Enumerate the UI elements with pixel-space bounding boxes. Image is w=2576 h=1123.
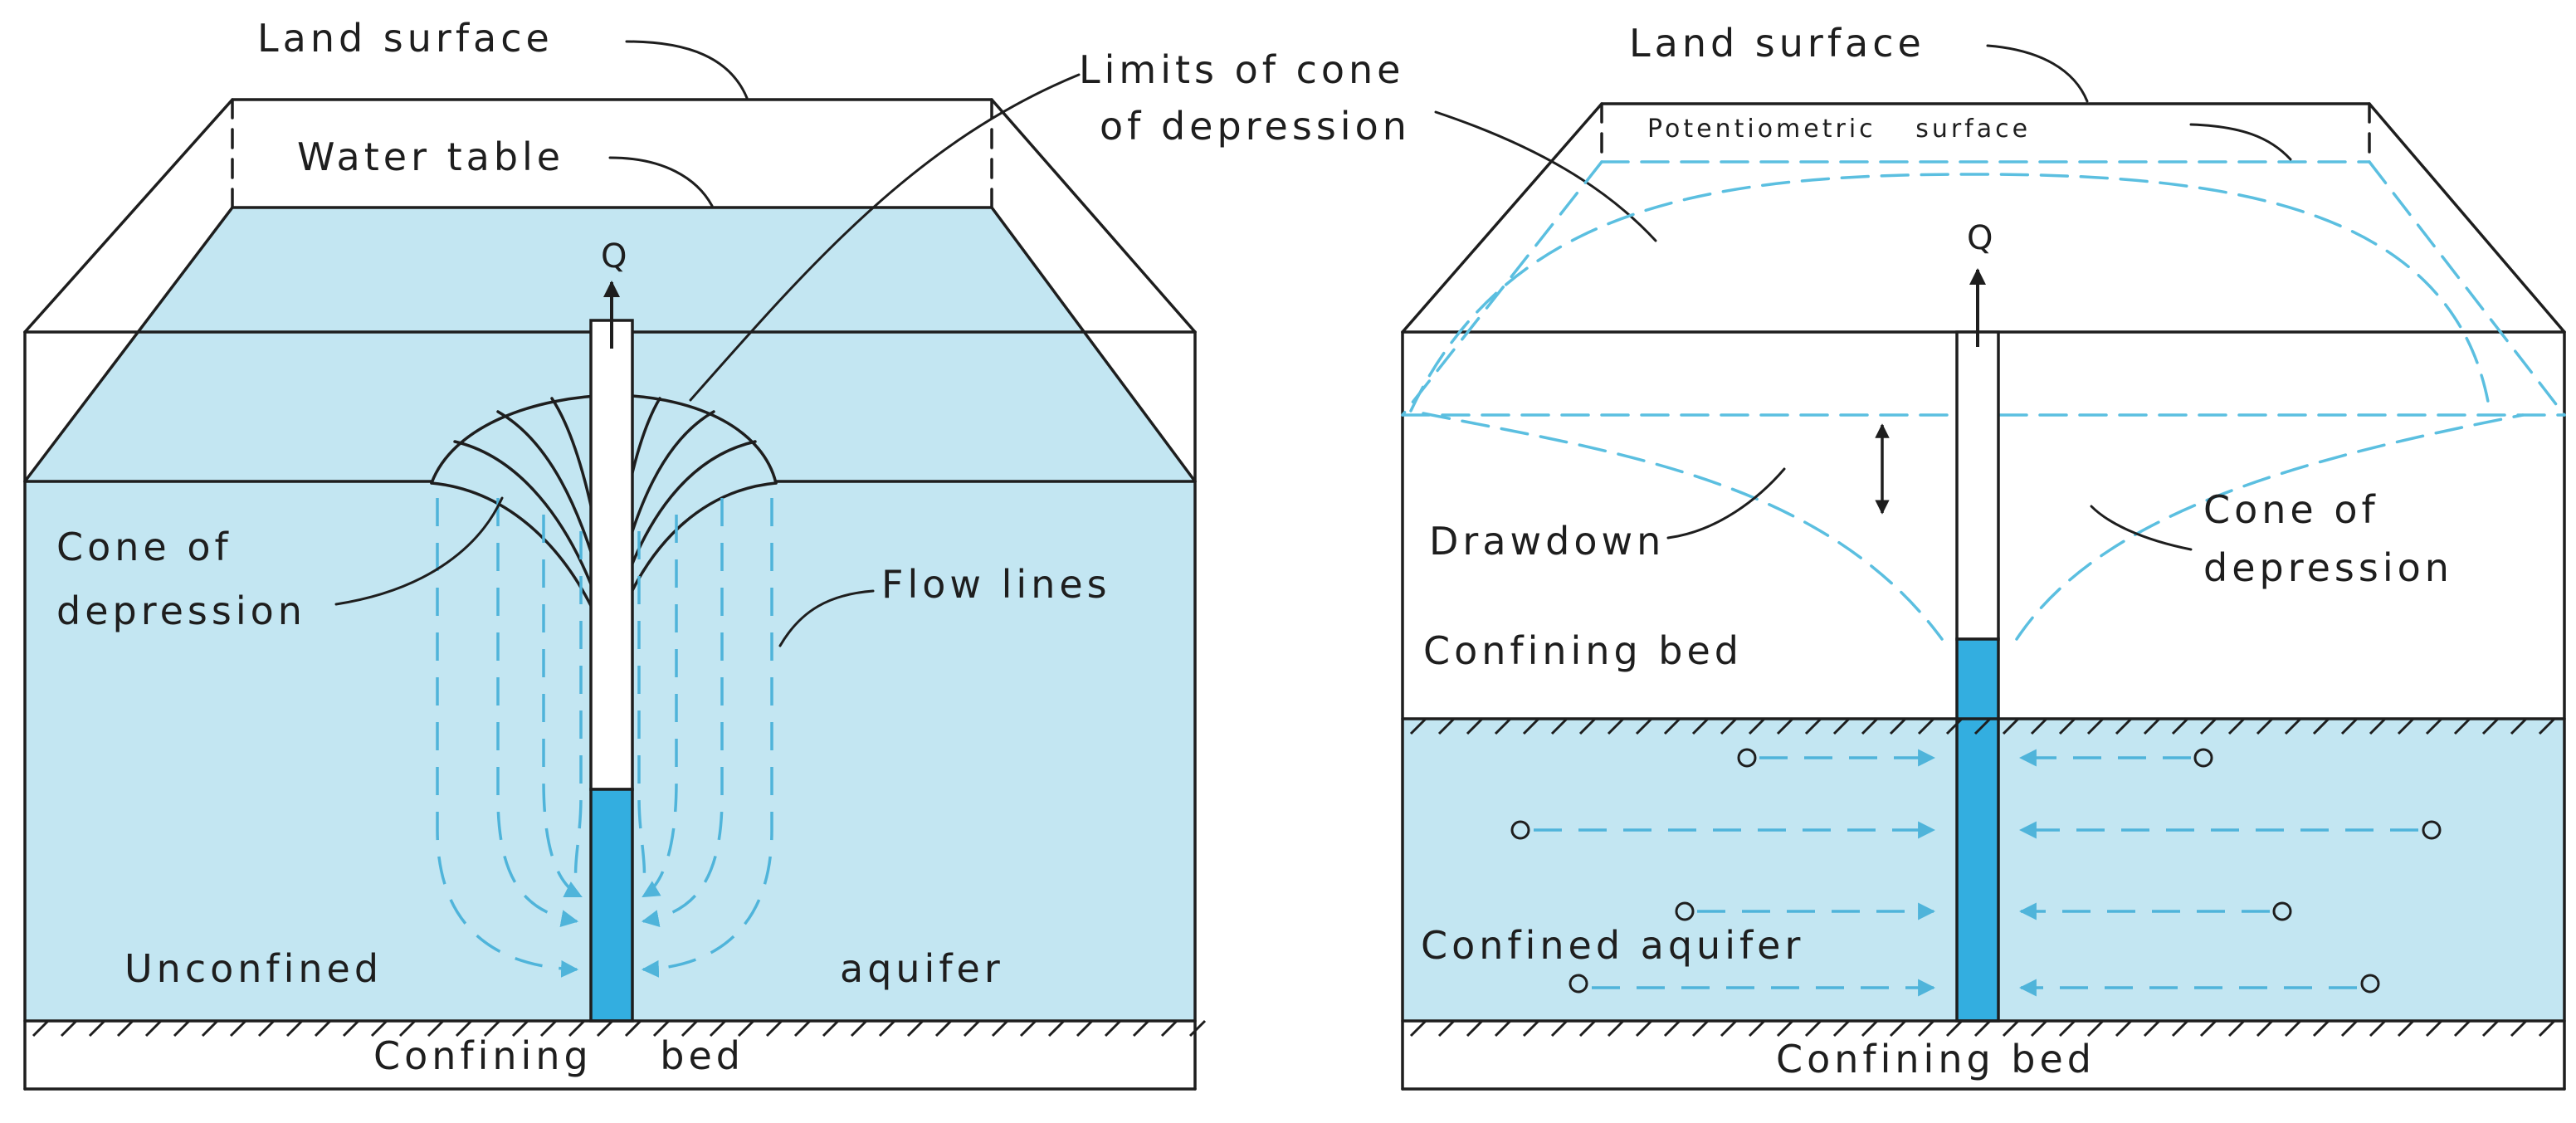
confined-flow-arrows xyxy=(1510,748,2442,997)
confined-aquifer-label: Confined aquifer xyxy=(1421,923,1804,968)
water-table-leader xyxy=(608,156,714,208)
confined-panel: Q Land surface P xyxy=(1401,21,2566,1091)
water-table-label: Water table xyxy=(297,134,564,179)
unconfined-discharge-label: Q xyxy=(601,237,627,276)
upper-confining-bed-hatching xyxy=(1409,717,2556,735)
potentiometric-surface-leader xyxy=(2189,123,2292,161)
unconfined-word-label: Unconfined xyxy=(124,946,383,991)
unconfined-well-water-column xyxy=(589,788,634,1023)
unconfined-panel: Q Land surface Water table Cone of depre… xyxy=(23,16,1207,1091)
confined-well-water-column xyxy=(1955,637,2000,1023)
potentiometric-surface-label: Potentiometric surface xyxy=(1647,115,2031,144)
upper-confining-bed-label: Confining bed xyxy=(1423,628,1743,673)
left-confining-bed-label: Confining bed xyxy=(373,1033,744,1078)
right-land-surface-leader xyxy=(1986,44,2089,103)
left-cone-label-line1: Cone of xyxy=(56,525,232,569)
unconfined-base-hatching xyxy=(32,1019,1207,1038)
right-cone-label-line2: depression xyxy=(2203,545,2453,590)
unconfined-flow-lines xyxy=(436,498,773,978)
left-cone-leader xyxy=(334,496,504,606)
left-cone-label-line2: depression xyxy=(56,588,306,633)
confined-well-casing xyxy=(1955,330,2000,641)
lower-confining-bed-label: Confining bed xyxy=(1776,1037,2095,1081)
drawdown-leader xyxy=(1666,467,1786,540)
right-cone-leader xyxy=(2090,505,2193,551)
left-land-surface-leader xyxy=(625,40,749,100)
flow-lines-leader xyxy=(778,589,875,647)
land-surface-outline xyxy=(23,98,1197,334)
water-table-right-edge xyxy=(990,206,1197,483)
left-land-surface-label: Land surface xyxy=(257,16,554,61)
confined-discharge-label: Q xyxy=(1967,219,1993,257)
unconfined-well-casing xyxy=(589,319,634,791)
limits-leader-left xyxy=(689,73,1081,402)
flow-lines-label: Flow lines xyxy=(881,562,1111,607)
right-land-surface-label: Land surface xyxy=(1629,21,1925,66)
lower-confining-bed-hatching xyxy=(1409,1019,2556,1038)
limits-label-line1: Limits of cone xyxy=(1079,47,1404,92)
limits-leader-right xyxy=(1434,110,1657,242)
limits-of-cone-annotation: Limits of cone of depression xyxy=(689,47,1657,402)
limits-label-line2: of depression xyxy=(1100,104,1411,149)
drawdown-label: Drawdown xyxy=(1429,519,1665,564)
right-cone-label-line1: Cone of xyxy=(2203,487,2379,532)
water-table-left-edge xyxy=(23,206,234,483)
aquifer-word-label: aquifer xyxy=(840,946,1004,991)
right-land-surface-outline xyxy=(1401,102,2566,334)
